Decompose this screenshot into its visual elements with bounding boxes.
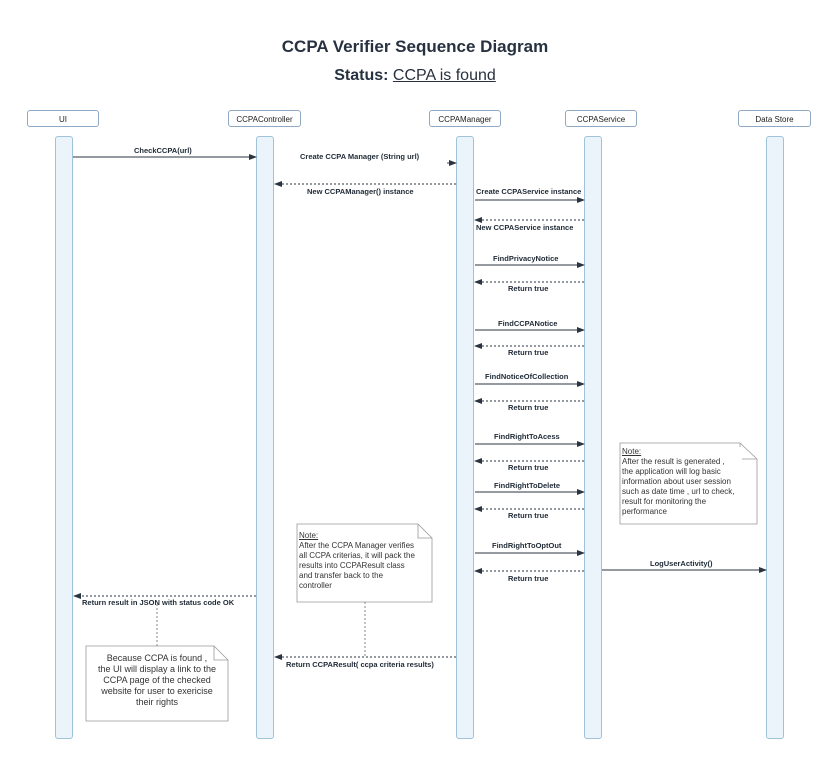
msg-return-4: Return true	[508, 463, 549, 472]
msg-find-right-to-access: FindRightToAcess	[494, 432, 560, 441]
lifeline-ui	[55, 136, 73, 739]
msg-return-6: Return true	[508, 574, 549, 583]
service-note-body: After the result is generated , the appl…	[622, 457, 735, 516]
status-value: CCPA is found	[392, 67, 496, 84]
lifeline-ccpa-service	[584, 136, 602, 739]
msg-find-notice-of-collection: FindNoticeOfCollection	[485, 372, 569, 381]
participant-ccpa-controller: CCPAController	[228, 110, 301, 127]
msg-new-manager: New CCPAManager() instance	[307, 187, 414, 196]
msg-find-right-to-opt-out: FindRightToOptOut	[492, 541, 562, 550]
ui-outcome-note: Because CCPA is found , the UI will disp…	[97, 653, 217, 707]
service-note: Note: After the result is generated , th…	[622, 447, 742, 517]
service-note-heading: Note:	[622, 447, 642, 456]
lifeline-ccpa-manager	[456, 136, 474, 739]
msg-find-right-to-delete: FindRightToDelete	[494, 481, 561, 490]
status-line: Status: CCPA is found	[0, 67, 830, 85]
participant-ui: UI	[27, 110, 99, 127]
lifeline-ccpa-controller	[256, 136, 274, 739]
participant-ccpa-manager: CCPAManager	[429, 110, 501, 127]
participant-data-store: Data Store	[738, 110, 811, 127]
msg-check-ccpa: CheckCCPA(url)	[134, 146, 192, 155]
msg-find-privacy-notice: FindPrivacyNotice	[493, 254, 559, 263]
msg-new-service: New CCPAService instance	[476, 223, 574, 232]
msg-return-3: Return true	[508, 403, 549, 412]
msg-return-2: Return true	[508, 348, 549, 357]
msg-create-service: Create CCPAService instance	[476, 187, 582, 196]
diagram-title: CCPA Verifier Sequence Diagram	[281, 37, 549, 56]
participant-ccpa-service: CCPAService	[565, 110, 637, 127]
status-label: Status:	[334, 67, 389, 84]
lifeline-data-store	[766, 136, 784, 739]
msg-return-json: Return result in JSON with status code O…	[82, 598, 235, 607]
manager-note-heading: Note:	[299, 531, 319, 540]
manager-note-body: After the CCPA Manager verifies all CCPA…	[299, 541, 415, 590]
ui-note-shape	[85, 645, 229, 722]
msg-return-5: Return true	[508, 511, 549, 520]
msg-find-ccpa-notice: FindCCPANotice	[498, 319, 558, 328]
msg-create-manager: Create CCPA Manager (String url)	[300, 152, 420, 161]
msg-log-user-activity: LogUserActivity()	[650, 559, 713, 568]
manager-note: Note: After the CCPA Manager verifies al…	[299, 531, 417, 591]
msg-return-1: Return true	[508, 284, 549, 293]
msg-return-ccpa-result: Return CCPAResult( ccpa criteria results…	[286, 660, 434, 669]
